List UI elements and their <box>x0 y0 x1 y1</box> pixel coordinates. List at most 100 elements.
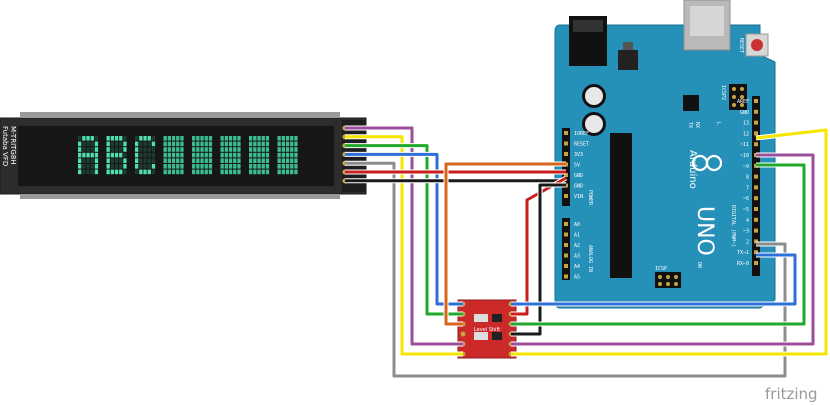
analog-pin[interactable] <box>564 264 568 268</box>
power-pin-label: GND <box>574 173 583 179</box>
wire[interactable] <box>345 161 787 378</box>
digital-pin-label: 7 <box>746 185 749 191</box>
power-pin-label: 5V <box>574 163 580 169</box>
vfd-glass <box>18 126 334 186</box>
power-pin[interactable] <box>564 152 568 156</box>
digital-pin-label: ~9 <box>743 164 749 170</box>
fritzing-brand: fritzing <box>765 385 818 403</box>
digital-pin[interactable] <box>754 99 758 103</box>
power-pin-label: VIN <box>574 194 583 200</box>
analog-pin-label: A5 <box>574 275 580 281</box>
arduino-logo <box>691 154 723 172</box>
reset-label: RESET <box>738 38 744 53</box>
digital-pin-label: RX←0 <box>737 261 749 267</box>
digital-pin-label: 2 <box>746 239 749 245</box>
wire[interactable] <box>511 153 815 346</box>
icsp-header: ICSP <box>655 266 681 288</box>
digital-pin-label: ~3 <box>743 229 749 235</box>
wire[interactable] <box>511 128 828 356</box>
power-pin-label: GND <box>574 184 583 190</box>
vfd-char-cell <box>135 136 156 175</box>
rx-led-label: RX <box>694 122 700 128</box>
l-led-label: L <box>715 122 721 125</box>
digital-pin-label: 8 <box>746 175 749 181</box>
power-pin[interactable] <box>564 141 568 146</box>
vfd-character-cells <box>78 136 298 175</box>
level-shifter-label: Level Shift <box>474 327 500 333</box>
digital-pin[interactable] <box>754 142 758 147</box>
power-pin[interactable] <box>564 131 568 135</box>
digital-pin[interactable] <box>754 196 758 201</box>
analog-pin[interactable] <box>564 222 568 226</box>
vfd-char-cell <box>163 136 184 175</box>
digital-pin[interactable] <box>754 250 758 255</box>
wire[interactable] <box>511 163 806 326</box>
uno-model-text: UNO <box>692 206 717 256</box>
digital-pin-label: 4 <box>746 218 749 224</box>
digital-pin-label: 12 <box>743 131 749 137</box>
tx-led-label: TX <box>687 122 693 128</box>
icsp2-label: ICSP2 <box>720 85 726 100</box>
vfd-model-line2: M-TRITG8H <box>9 126 17 165</box>
digital-pin-label: ~5 <box>743 207 749 213</box>
power-pin[interactable] <box>564 194 568 198</box>
vfd-char-cell <box>192 136 213 175</box>
wire[interactable] <box>345 152 463 306</box>
level-shifter-board: Level Shift <box>457 299 517 359</box>
analog-pin-label: A0 <box>574 222 580 228</box>
digital-pin[interactable] <box>754 120 758 125</box>
digital-pin-label: 13 <box>743 121 749 127</box>
analog-pin[interactable] <box>564 243 568 247</box>
vfd-char-cell <box>106 136 127 175</box>
level-shifter-pin-lv[interactable] <box>460 331 466 337</box>
digital-pin[interactable] <box>754 228 758 233</box>
analog-pin[interactable] <box>564 274 568 279</box>
atmega-chip <box>610 133 632 278</box>
vfd-char-cell <box>277 136 298 175</box>
wire[interactable] <box>511 183 566 336</box>
digital-pin-label: ~6 <box>743 196 749 202</box>
wire[interactable] <box>345 126 463 346</box>
power-group-label: POWER <box>587 190 593 206</box>
power-pin[interactable] <box>564 173 568 177</box>
digital-pin[interactable] <box>754 185 758 190</box>
vfd-model-line1: Futaba VFD <box>1 126 9 166</box>
vfd-char-cell <box>78 136 99 175</box>
icsp2-header: ICSP2 <box>720 84 747 110</box>
wire[interactable] <box>511 176 567 316</box>
digital-pin[interactable] <box>754 109 758 114</box>
wire[interactable] <box>444 162 566 326</box>
digital-pin[interactable] <box>754 131 758 136</box>
power-pin-label: 3V3 <box>574 152 583 158</box>
arduino-brand-text: Arduino <box>687 150 698 189</box>
analog-pin[interactable] <box>564 232 568 237</box>
digital-pin-label: ~10 <box>740 153 749 159</box>
digital-pin[interactable] <box>754 239 758 244</box>
vfd-char-cell <box>220 136 241 175</box>
power-pin-label: IOREF <box>574 131 589 137</box>
digital-pin[interactable] <box>754 261 758 265</box>
digital-pin-label: AREF <box>737 99 749 105</box>
analog-pin-label: A1 <box>574 233 580 239</box>
analog-pin[interactable] <box>564 253 568 258</box>
digital-group-label: DIGITAL (PWM~) <box>730 205 736 247</box>
digital-pin-label: GND <box>740 110 749 116</box>
wire[interactable] <box>345 135 463 356</box>
digital-pin-label: ~11 <box>740 142 749 148</box>
power-header: IOREF RESET 3V3 5V GND GND VIN POWER <box>562 128 593 206</box>
digital-pin[interactable] <box>754 217 758 222</box>
vfd-char-cell <box>249 136 270 175</box>
analog-pin-label: A2 <box>574 243 580 249</box>
analog-pin-label: A4 <box>574 264 580 270</box>
digital-pin[interactable] <box>754 174 758 179</box>
wires <box>345 125 829 379</box>
arduino-uno-board: RESET ICSP2 TX RX L Arduino UNO ICSP <box>554 0 776 309</box>
wire[interactable] <box>511 253 797 306</box>
analog-group-label: ANALOG IN <box>587 245 593 272</box>
digital-pin[interactable] <box>754 207 758 211</box>
power-pin-label: RESET <box>574 142 589 148</box>
icsp-label: ICSP <box>655 266 667 272</box>
